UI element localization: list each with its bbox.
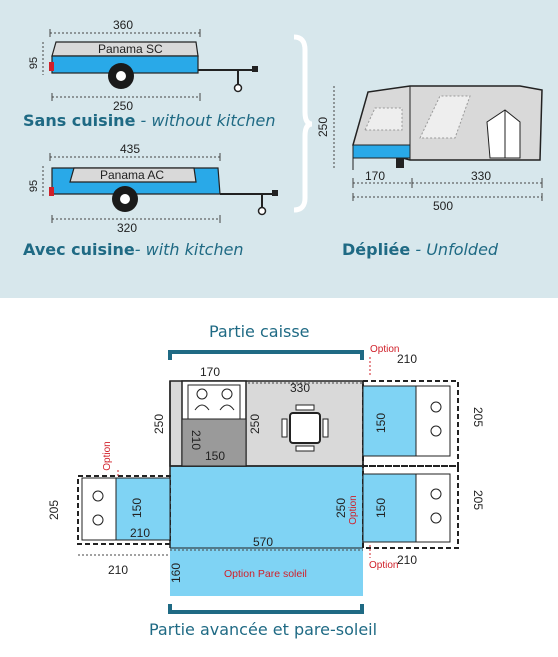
label-partie-avancee: Partie avancée et pare-soleil xyxy=(149,620,378,639)
awning-length: 570 xyxy=(253,535,273,549)
bed-right-lower-width: 150 xyxy=(374,498,388,518)
trailer-avec-cuisine: 435 95 Panama AC 320 xyxy=(28,142,278,235)
title-avec-cuisine: Avec cuisine- with kitchen xyxy=(23,240,244,259)
title-sans-cuisine-bold: Sans cuisine xyxy=(23,111,136,130)
bracket xyxy=(293,34,313,213)
kitchen-bed-length: 210 xyxy=(189,430,203,450)
body-height: 250 xyxy=(152,414,166,434)
title-depliee-italic: - Unfolded xyxy=(410,240,499,259)
awning-height: 250 xyxy=(334,498,348,518)
sc-height: 95 xyxy=(28,57,40,69)
sc-length: 360 xyxy=(113,18,133,32)
bed-right-lower xyxy=(362,473,417,543)
unfolded-left: 170 xyxy=(365,169,385,183)
title-sans-cuisine-italic: - without kitchen xyxy=(135,111,276,130)
bed-right-upper-width: 150 xyxy=(374,413,388,433)
bed-left-width: 150 xyxy=(130,498,144,518)
kitchen-height: 250 xyxy=(248,414,262,434)
sc-badge: Panama SC xyxy=(98,42,163,56)
option-right-mid: Option xyxy=(348,495,359,524)
right-lower-length: 210 xyxy=(397,553,417,567)
kitchen-bed-width: 150 xyxy=(205,449,225,463)
sc-base: 250 xyxy=(113,99,133,113)
unfolded-height: 250 xyxy=(316,117,330,137)
table-icon xyxy=(289,412,321,444)
ac-badge: Panama AC xyxy=(100,168,164,182)
unfolded-total: 500 xyxy=(433,199,453,213)
label-partie-caisse: Partie caisse xyxy=(209,322,310,341)
option-right-lower: Option xyxy=(369,560,398,571)
title-depliee-bold: Dépliée xyxy=(342,240,411,259)
left-length: 210 xyxy=(108,563,128,577)
ac-base: 320 xyxy=(117,221,137,235)
right-upper-depth: 205 xyxy=(471,407,485,427)
awning-depth: 160 xyxy=(169,563,183,583)
ac-length: 435 xyxy=(120,142,140,156)
left-depth: 205 xyxy=(47,500,61,520)
kitchen-width: 170 xyxy=(200,365,220,379)
ac-height: 95 xyxy=(28,180,40,192)
sunshade-label: Option Pare soleil xyxy=(224,568,307,580)
option-left: Option xyxy=(102,441,113,470)
title-avec-cuisine-bold: Avec cuisine xyxy=(23,240,135,259)
unfolded-right: 330 xyxy=(471,169,491,183)
right-lower-depth: 205 xyxy=(471,490,485,510)
right-upper-length: 210 xyxy=(397,352,417,366)
awning-area xyxy=(170,466,363,596)
bed-left-length: 210 xyxy=(130,526,150,540)
body-length: 330 xyxy=(290,381,310,395)
tent-unfolded: 250 170 330 500 xyxy=(316,85,543,213)
option-right-upper: Option xyxy=(370,344,399,355)
trailer-sans-cuisine: 360 95 Panama SC 250 xyxy=(28,18,258,113)
title-depliee: Dépliée - Unfolded xyxy=(342,240,498,259)
bed-right-upper xyxy=(362,385,417,457)
title-avec-cuisine-italic: - with kitchen xyxy=(134,240,244,259)
top-drawings: 360 95 Panama SC 250 435 95 Panama AC xyxy=(28,18,543,235)
bed-left xyxy=(115,477,171,541)
title-sans-cuisine: Sans cuisine - without kitchen xyxy=(23,111,276,130)
